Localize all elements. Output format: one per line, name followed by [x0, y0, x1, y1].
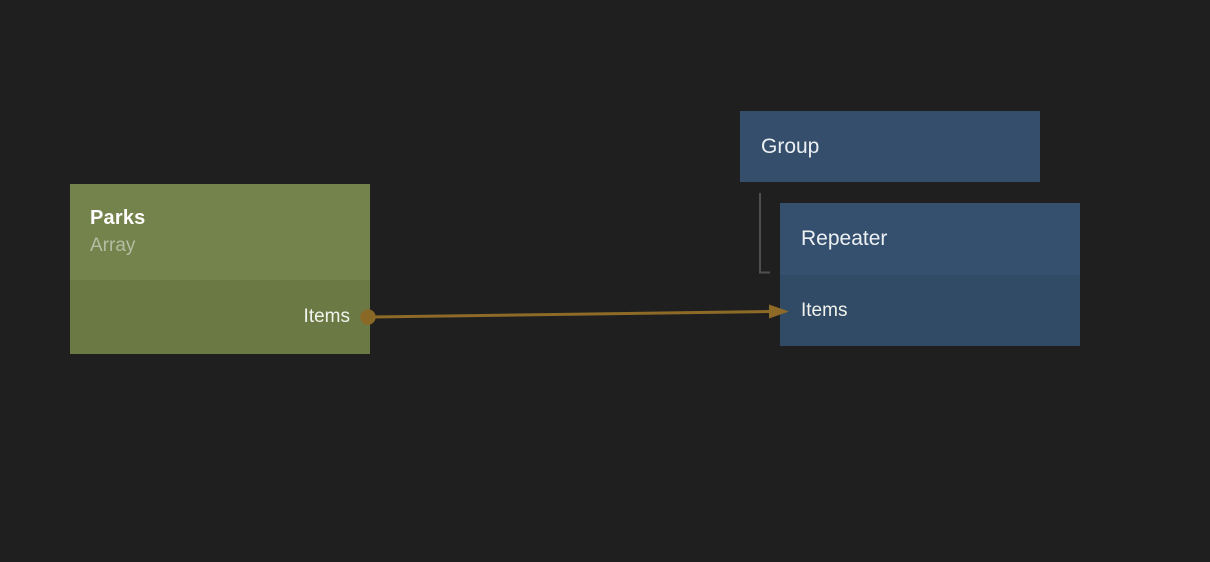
- parks-node[interactable]: Parks Array Items: [70, 184, 370, 354]
- repeater-node-title: Repeater: [801, 227, 888, 250]
- binding-wire[interactable]: [368, 310, 773, 319]
- parks-node-title: Parks: [90, 207, 146, 229]
- parks-items-port-label: Items: [303, 306, 350, 327]
- repeater-items-input-port[interactable]: Items: [780, 275, 1080, 346]
- group-repeater-hierarchy-line: [759, 193, 770, 274]
- parks-node-header: Parks Array: [70, 184, 370, 280]
- group-node-title: Group: [761, 134, 820, 158]
- group-node[interactable]: Group: [740, 111, 1040, 182]
- repeater-node[interactable]: Repeater Items: [780, 203, 1080, 346]
- parks-items-output-port[interactable]: Items: [70, 280, 370, 354]
- repeater-node-header[interactable]: Repeater: [780, 203, 1080, 275]
- parks-node-subtitle: Array: [90, 235, 136, 256]
- repeater-items-port-label: Items: [801, 299, 848, 321]
